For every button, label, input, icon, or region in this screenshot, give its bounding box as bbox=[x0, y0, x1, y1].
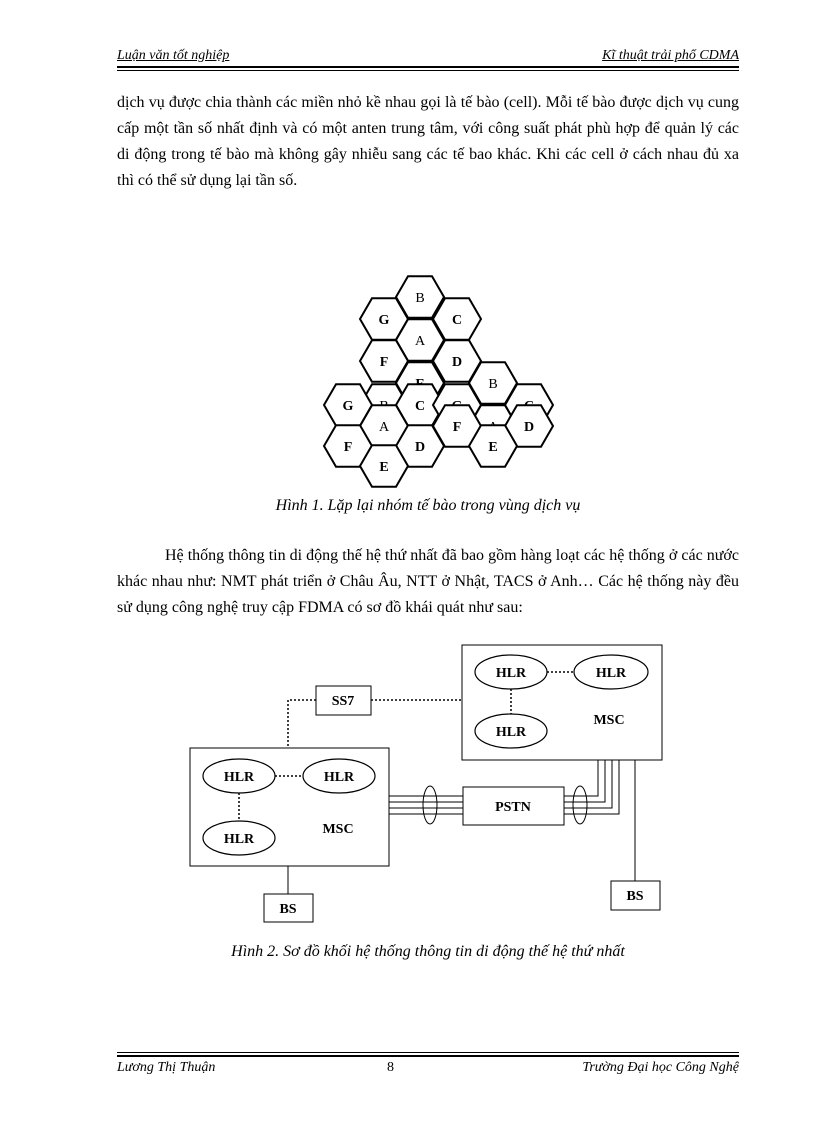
figure1-caption: Hình 1. Lặp lại nhóm tế bào trong vùng d… bbox=[275, 497, 581, 514]
header-rule bbox=[117, 66, 739, 68]
footer-rule bbox=[117, 1055, 739, 1057]
bs-right-label: BS bbox=[626, 889, 643, 904]
figure2-caption: Hình 2. Sơ đồ khối hệ thống thông tin di… bbox=[231, 943, 625, 960]
pstn-box bbox=[462, 786, 565, 826]
hlr-right-1-label: HLR bbox=[496, 666, 527, 681]
trunk-right-bundle bbox=[572, 785, 588, 825]
bs-left-box bbox=[263, 893, 314, 923]
trunk-left bbox=[389, 795, 463, 815]
msc-left-box bbox=[189, 747, 390, 867]
pstn-label: PSTN bbox=[495, 800, 531, 815]
hlr-right-3-label: HLR bbox=[496, 725, 527, 740]
header-topic-label: Kĩ thuật trải phổ CDMA bbox=[602, 48, 739, 63]
bs-left-label: BS bbox=[279, 902, 296, 917]
ss7-link-left bbox=[287, 699, 316, 748]
hlr-left-3-shape bbox=[202, 820, 276, 856]
footer-rule-thin bbox=[117, 1052, 739, 1053]
hlr-left-1-label: HLR bbox=[224, 770, 255, 785]
page-header: Luận văn tốt nghiệp Kĩ thuật trải phổ CD… bbox=[117, 44, 739, 66]
hlr-right-2-shape bbox=[573, 654, 649, 690]
hlr-right-2-label: HLR bbox=[596, 666, 627, 681]
hlr-left-3-label: HLR bbox=[224, 832, 255, 847]
footer-author: Lương Thị Thuận bbox=[117, 1060, 216, 1075]
hlr-left-2-shape bbox=[302, 758, 376, 794]
paragraph-first-gen: Hệ thống thông tin di động thế hệ thứ nh… bbox=[117, 547, 739, 616]
trunk-right bbox=[564, 760, 620, 815]
footer-school: Trường Đại học Công Nghệ bbox=[582, 1060, 739, 1075]
paragraph-cells: dịch vụ được chia thành các miền nhỏ kề … bbox=[117, 94, 739, 189]
header-rule-thin bbox=[117, 70, 739, 71]
header-thesis-label: Luận văn tốt nghiệp bbox=[117, 48, 230, 63]
trunk-left-bundle bbox=[422, 785, 438, 825]
ss7-label: SS7 bbox=[332, 694, 355, 709]
hlr-left-2-label: HLR bbox=[324, 770, 355, 785]
msc-left-label: MSC bbox=[322, 822, 353, 837]
msc-right-label: MSC bbox=[593, 713, 624, 728]
page-number: 8 bbox=[387, 1060, 394, 1075]
msc-right-box bbox=[461, 644, 663, 761]
bs-right-box bbox=[610, 880, 661, 911]
